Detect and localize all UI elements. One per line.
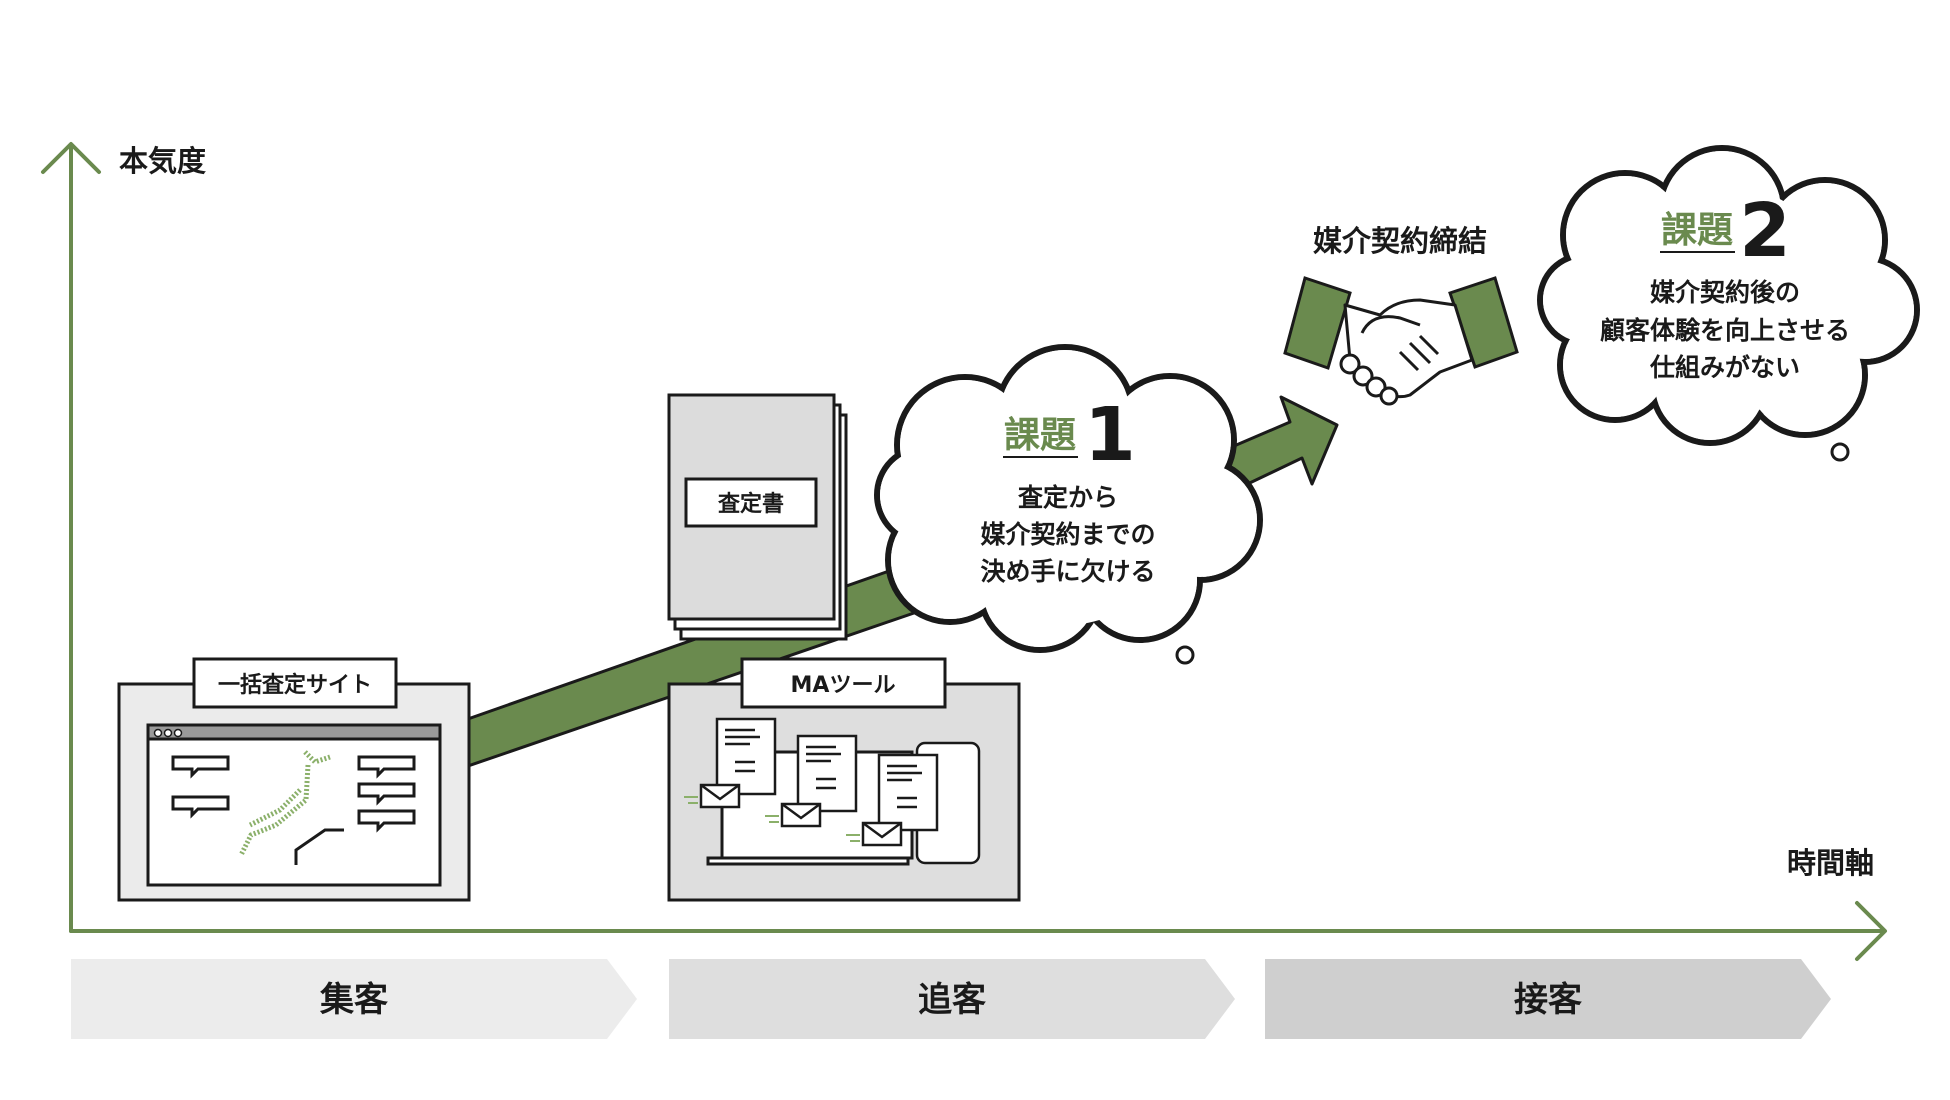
- document-icon: [715, 717, 939, 832]
- site-label: 一括査定サイト: [218, 672, 372, 698]
- ma-tool-panel: MAツール: [667, 657, 1021, 902]
- issue-cloud-1: 課題 1 査定から 媒介契約までの 決め手に欠ける: [874, 344, 1263, 665]
- issue-number: 2: [1739, 188, 1791, 274]
- issue-line: 顧客体験を向上させる: [1600, 316, 1850, 345]
- issue-line: 査定から: [1018, 483, 1118, 512]
- site-label-tab: [192, 657, 398, 709]
- browser-dots-icon: [153, 728, 183, 738]
- envelope-icon: [699, 783, 903, 847]
- issue-heading: 課題: [1004, 415, 1076, 456]
- japan-map-icon: [238, 750, 331, 857]
- ma-label: MAツール: [791, 673, 896, 698]
- okinawa-inset: [294, 828, 344, 865]
- issue-heading: 課題: [1661, 210, 1733, 251]
- speech-bubble-icon: [171, 755, 416, 833]
- doc-label: 査定書: [718, 491, 784, 517]
- stage-label: 接客: [1514, 980, 1582, 1020]
- y-axis: [41, 142, 101, 933]
- milestone-label: 媒介契約締結: [1313, 224, 1487, 258]
- ma-label-tab: [740, 657, 947, 709]
- thought-bubble-dot: [1830, 442, 1850, 462]
- appraisal-report-document: 査定書: [667, 393, 848, 641]
- issue-cloud-2: 課題 2 媒介契約後の 顧客体験を向上させる 仕組みがない: [1537, 145, 1920, 462]
- issue-line: 決め手に欠ける: [980, 557, 1155, 586]
- issue-line: 媒介契約後の: [1650, 278, 1800, 307]
- stage-label: 集客: [319, 980, 388, 1020]
- stage-bar-2: 追客: [669, 959, 1235, 1039]
- x-axis-label: 時間軸: [1787, 846, 1874, 880]
- stage-label: 追客: [918, 980, 986, 1020]
- issue-line: 媒介契約までの: [980, 520, 1155, 549]
- x-axis: [69, 901, 1887, 961]
- stage-bar-1: 集客: [71, 959, 637, 1039]
- y-axis-label: 本気度: [119, 144, 206, 178]
- issue-number: 1: [1084, 392, 1136, 478]
- thought-bubble-dot: [1175, 645, 1195, 665]
- stage-bar-3: 接客: [1265, 959, 1831, 1039]
- handshake-icon: 媒介契約締結: [1283, 224, 1519, 406]
- bulk-appraisal-site-panel: 一括査定サイト: [117, 657, 471, 902]
- issue-line: 仕組みがない: [1649, 353, 1800, 382]
